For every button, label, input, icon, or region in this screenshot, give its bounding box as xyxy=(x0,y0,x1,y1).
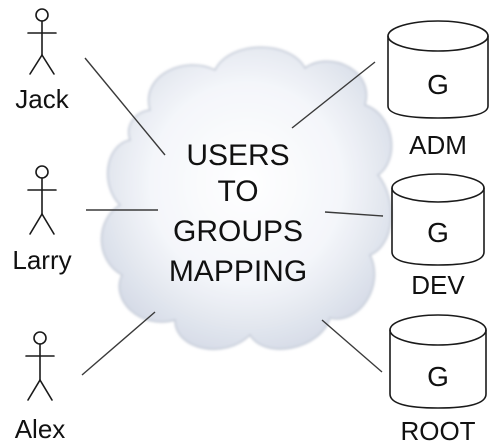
cloud-line-4: MAPPING xyxy=(169,255,307,288)
cloud-caption: USERS TO GROUPS MAPPING xyxy=(169,139,307,288)
connector-adm xyxy=(291,61,376,129)
group-adm: G ADM xyxy=(387,20,489,160)
group-label-dev: DEV xyxy=(411,270,465,300)
connector-alex xyxy=(81,311,156,376)
person-icon xyxy=(27,8,57,75)
person-icon xyxy=(27,165,57,235)
group-dev: G DEV xyxy=(391,173,485,300)
connector-dev xyxy=(324,211,384,217)
actor-jack: Jack xyxy=(15,8,70,114)
group-letter-dev: G xyxy=(427,217,449,248)
actor-label-jack: Jack xyxy=(15,84,69,114)
database-icon xyxy=(391,173,485,266)
person-icon xyxy=(25,331,55,401)
group-letter-adm: G xyxy=(427,69,449,100)
connector-root xyxy=(321,319,383,373)
actor-label-larry: Larry xyxy=(12,245,71,275)
group-label-root: ROOT xyxy=(400,416,475,446)
actor-label-alex: Alex xyxy=(15,414,66,444)
connector-jack xyxy=(84,57,166,156)
actor-larry: Larry xyxy=(12,165,72,275)
connectors xyxy=(81,57,384,376)
group-root: G ROOT xyxy=(389,314,487,446)
database-icon xyxy=(389,314,487,409)
cloud-line-3: GROUPS xyxy=(173,215,303,248)
cloud-line-1: USERS xyxy=(186,139,289,172)
cloud-line-2: TO xyxy=(217,175,258,208)
group-letter-root: G xyxy=(427,361,449,392)
database-icon xyxy=(387,20,489,119)
actor-alex: Alex xyxy=(15,331,66,444)
mapping-cloud xyxy=(100,46,393,350)
group-label-adm: ADM xyxy=(409,130,467,160)
